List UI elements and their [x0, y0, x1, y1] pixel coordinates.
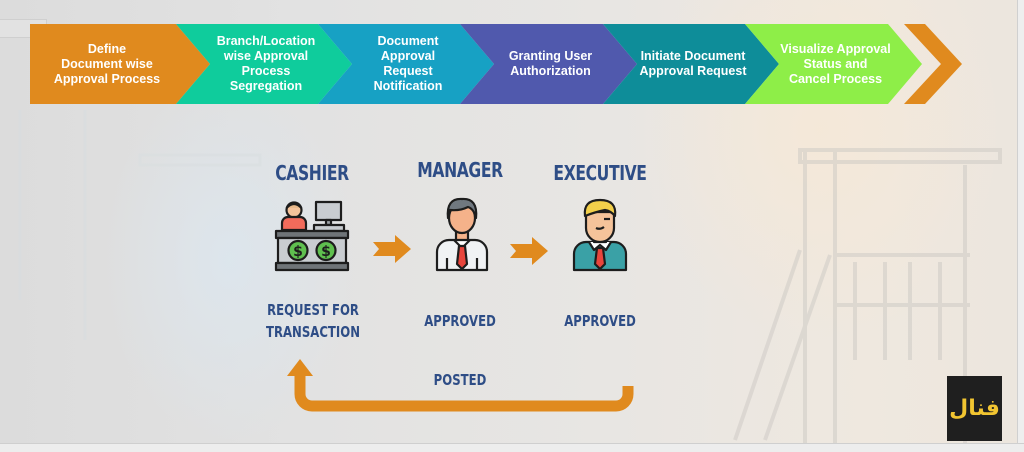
process-step-label: Branch/Location wise Approval Process Se…	[216, 34, 316, 93]
process-step-label: Define Document wise Approval Process	[53, 41, 161, 86]
status-cashier: REQUEST FOR TRANSACTION	[266, 301, 360, 341]
process-step-chevron	[176, 24, 352, 104]
process-step-chevron	[603, 24, 779, 104]
process-step-label: Granting User Authorization	[508, 49, 593, 78]
process-step-chevron	[30, 24, 210, 104]
window-right-edge	[1017, 0, 1024, 451]
forward-arrow-icon	[510, 237, 548, 265]
manager-icon	[435, 197, 489, 272]
process-step-label: Visualize Approval Status and Cancel Pro…	[780, 41, 891, 86]
return-label-posted: POSTED	[433, 371, 487, 389]
process-step-chevron	[745, 24, 922, 104]
process-step-label: Initiate Document Approval Request	[639, 49, 747, 78]
process-step-label: Document Approval Request Notification	[373, 34, 443, 93]
executive-icon	[572, 198, 628, 272]
role-title-cashier: CASHIER	[275, 161, 349, 185]
role-title-executive: EXECUTIVE	[553, 161, 647, 185]
svg-text:$: $	[293, 244, 303, 260]
end-chevron-icon	[904, 24, 962, 104]
process-step-chevron	[460, 24, 637, 104]
status-manager: APPROVED	[424, 312, 496, 330]
window-bottom-edge	[0, 443, 1024, 452]
background-structure	[733, 148, 1002, 443]
forward-arrow-icon	[373, 235, 411, 263]
return-loop-arrow-icon	[287, 359, 634, 412]
process-step-chevron	[318, 24, 494, 104]
cashier-icon: $ $	[274, 200, 350, 272]
status-executive: APPROVED	[564, 312, 636, 330]
logo-glyph: فنال	[949, 396, 1000, 421]
role-title-manager: MANAGER	[417, 158, 503, 182]
process-chevron-bar	[30, 24, 962, 104]
svg-text:$: $	[321, 244, 331, 260]
company-logo: فنال	[947, 376, 1002, 441]
